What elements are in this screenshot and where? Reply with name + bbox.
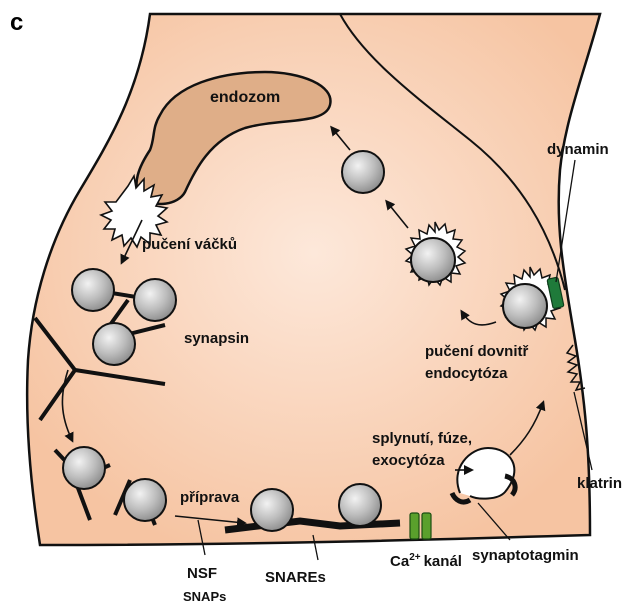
vesicle-endocytic bbox=[503, 284, 547, 328]
endosome-label: endozom bbox=[210, 89, 280, 106]
budding-label: pučení váčků bbox=[142, 236, 237, 253]
budding-inward-label-1: pučení dovnitř bbox=[425, 343, 529, 360]
vesicle-snare bbox=[339, 484, 381, 526]
nsf-label: NSF bbox=[187, 565, 217, 582]
snares-label: SNAREs bbox=[265, 569, 326, 586]
ca-channel-sup: 2+ bbox=[409, 552, 421, 563]
ca-channel-suffix: kanál bbox=[424, 553, 462, 570]
vesicle-synapsin-2 bbox=[134, 279, 176, 321]
vesicle-synapsin-3 bbox=[93, 323, 135, 365]
dynamin-label: dynamin bbox=[547, 141, 609, 158]
fusion-label-1: splynutí, fúze, bbox=[372, 430, 472, 447]
vesicle-coated-free bbox=[411, 238, 455, 282]
vesicle-uncoated bbox=[342, 151, 384, 193]
panel-letter: c bbox=[10, 9, 23, 36]
vesicle-reserve bbox=[63, 447, 105, 489]
clathrin-label: klatrin bbox=[577, 475, 622, 492]
synapsin-label: synapsin bbox=[184, 330, 249, 347]
vesicle-primed bbox=[251, 489, 293, 531]
snaps-label: SNAPs bbox=[183, 589, 226, 604]
priming-label: příprava bbox=[180, 489, 240, 506]
synaptotagmin-label: synaptotagmin bbox=[472, 547, 579, 564]
ca-channel-label: Ca2+kanál bbox=[390, 552, 462, 570]
fusion-label-2: exocytóza bbox=[372, 452, 445, 469]
ca-channel-prefix: Ca bbox=[390, 553, 410, 570]
vesicle-docking bbox=[124, 479, 166, 521]
budding-inward-label-2: endocytóza bbox=[425, 365, 508, 382]
vesicle-synapsin-1 bbox=[72, 269, 114, 311]
